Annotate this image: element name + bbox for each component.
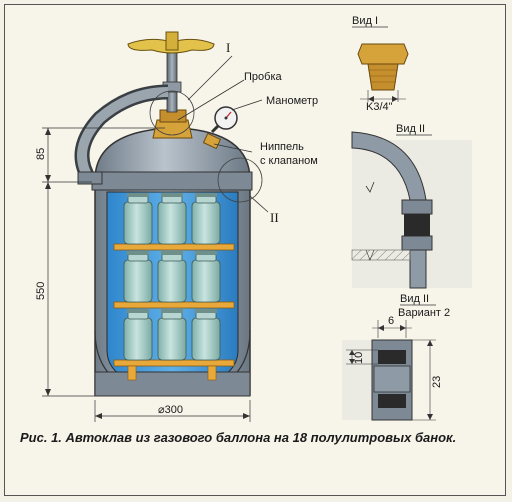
valve-handle-icon [127,31,215,54]
view-2-detail: Вид II [351,123,472,289]
detail-circle-2 [217,157,263,203]
detail-circle-1 [149,90,195,136]
jars [123,193,221,361]
variant-label: Вариант 2 [398,307,450,319]
view-2-title: Вид II [396,123,425,135]
label-roman-2: II [270,210,279,225]
label-roman-1: I [226,40,230,55]
dim-300: ⌀300 [158,404,183,416]
dim-23: 23 [431,376,443,388]
dim-85: 85 [35,148,47,160]
view-1-title: Вид I [352,15,378,27]
thread-label: K3/4" [366,101,393,113]
view-2-variant-2: Вид II Вариант 2 6 10 23 [342,293,450,421]
figure-caption: Рис. 1. Автоклав из газового баллона на … [20,430,457,445]
shelves [113,243,235,381]
shelf-top [113,243,235,251]
jar [191,251,221,303]
view-1-detail: Вид I K3/4" [352,15,409,113]
label-manometr: Манометр [266,95,318,107]
jar [123,309,153,361]
jar [191,309,221,361]
dimension-lines [42,127,251,422]
shelf-middle [113,301,235,309]
dim-10: 10 [353,352,365,364]
manometer-icon [210,106,238,134]
label-nippel-2: с клапаном [260,155,318,167]
label-nippel-1: Ниппель [260,141,304,153]
jar [123,193,153,245]
jar [157,309,187,361]
jar [123,251,153,303]
label-probka: Пробка [244,71,282,83]
shelf-bottom [113,359,235,367]
bypass-pipe [74,84,169,185]
dim-550: 550 [35,282,47,300]
dim-6: 6 [388,315,394,327]
jar [191,193,221,245]
jar [157,251,187,303]
jar [157,193,187,245]
view-2-alt-title: Вид II [400,293,429,305]
